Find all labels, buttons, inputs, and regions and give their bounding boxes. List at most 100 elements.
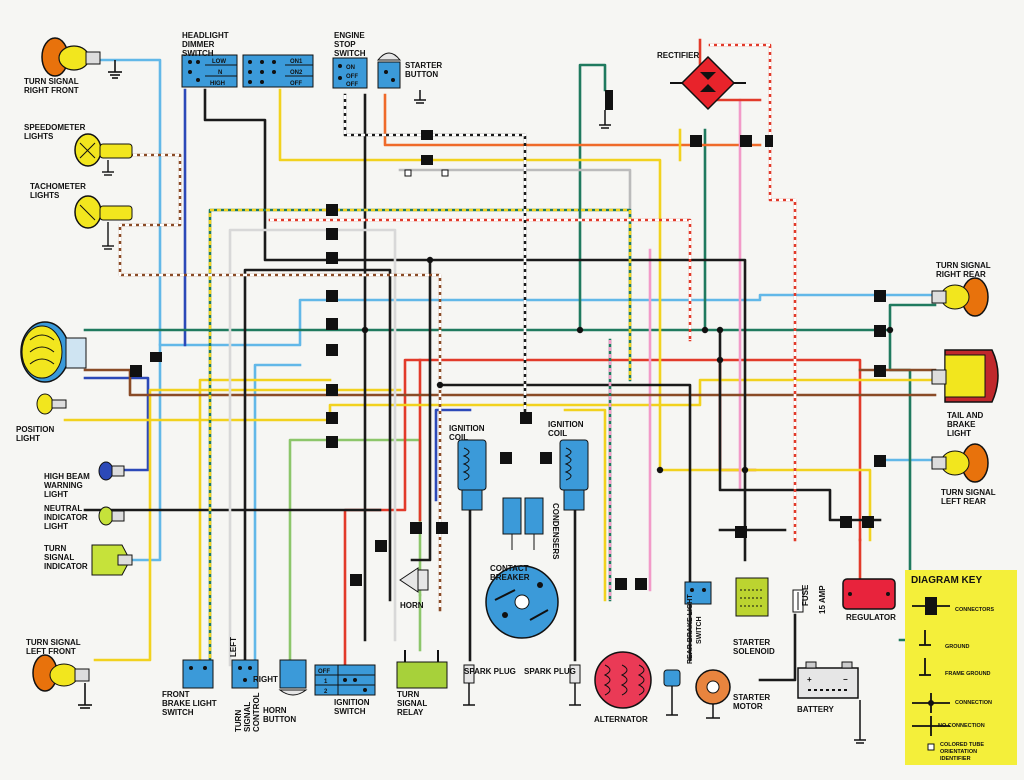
wire-brown-tracer-dash bbox=[105, 153, 442, 610]
label-turn-signal-left-front-2: LEFT FRONT bbox=[26, 647, 76, 656]
headlight bbox=[20, 321, 87, 383]
label-fuse: FUSE bbox=[801, 584, 810, 606]
wire-yellow-3 bbox=[278, 88, 872, 542]
label-spark-plug-right: SPARK PLUG bbox=[524, 667, 576, 676]
wire-white bbox=[228, 228, 397, 667]
label-ignition-coil-right-2: COIL bbox=[548, 429, 567, 438]
battery-negative: − bbox=[843, 675, 848, 684]
label-starter-button-1: STARTER bbox=[405, 61, 442, 70]
turn-signal-relay bbox=[396, 650, 448, 689]
label-high-beam-3: LIGHT bbox=[44, 490, 68, 499]
label-neutral-2: INDICATOR bbox=[44, 513, 88, 522]
diagram-key-title: DIAGRAM KEY bbox=[911, 575, 982, 586]
label-turn-signal-right-front-1: TURN SIGNAL bbox=[24, 77, 79, 86]
label-position-light-2: LIGHT bbox=[16, 434, 40, 443]
wire-dark-blue-2 bbox=[434, 408, 472, 502]
horn bbox=[399, 567, 429, 593]
label-ts-control-3: CONTROL bbox=[252, 692, 261, 732]
horn-button bbox=[278, 659, 308, 696]
label-regulator: REGULATOR bbox=[846, 613, 896, 622]
tachometer-lights bbox=[74, 195, 133, 229]
label-dimmer-1: HEADLIGHT bbox=[182, 31, 229, 40]
key-orientation: ORIENTATION bbox=[940, 749, 977, 755]
key-frame-ground: FRAME GROUND bbox=[945, 671, 991, 677]
key-no-connection: NO CONNECTION bbox=[938, 723, 985, 729]
key-connection: CONNECTION bbox=[955, 700, 992, 706]
label-high-beam-1: HIGH BEAM bbox=[44, 472, 90, 481]
headlight-dimmer-switch: LOW N HIGH bbox=[181, 54, 238, 88]
wire-black-white-tracer-dash bbox=[343, 95, 527, 415]
ground-icon bbox=[854, 700, 866, 744]
label-horn: HORN bbox=[400, 601, 424, 610]
label-front-brake-1: FRONT bbox=[162, 690, 190, 699]
label-rear-brake-1: REAR BRAKE LIGHT bbox=[687, 594, 694, 664]
label-speedometer-2: LIGHTS bbox=[24, 132, 54, 141]
wire-light-blue-3 bbox=[253, 363, 302, 662]
label-turn-signal-right-front-2: RIGHT FRONT bbox=[24, 86, 79, 95]
key-colored-tube: COLORED TUBE bbox=[940, 742, 984, 748]
label-engine-stop-1: ENGINE bbox=[334, 31, 365, 40]
rear-brake-light-switch bbox=[684, 581, 712, 605]
wire-green-2 bbox=[578, 63, 607, 332]
label-ts-control-1: TURN bbox=[234, 710, 243, 732]
wire-orange bbox=[383, 93, 762, 147]
wire-red-tracer bbox=[708, 43, 797, 542]
ignition-pos-1: OFF bbox=[318, 669, 330, 675]
label-condensers: CONDENSERS bbox=[551, 503, 560, 560]
wire-white-2 bbox=[398, 168, 632, 332]
ground-icon bbox=[78, 683, 92, 709]
label-engine-stop-2: STOP bbox=[334, 40, 356, 49]
wire-yellow bbox=[93, 388, 402, 662]
label-left: LEFT bbox=[229, 637, 238, 657]
label-fuse-rating: 15 AMP bbox=[818, 585, 827, 614]
ignition-pos-2: 1 bbox=[324, 679, 328, 685]
label-starter-motor-1: STARTER bbox=[733, 693, 770, 702]
label-solenoid-2: SOLENOID bbox=[733, 647, 775, 656]
label-right: RIGHT bbox=[253, 675, 278, 684]
high-beam-warning-light bbox=[98, 461, 125, 481]
speedometer-lights bbox=[74, 133, 133, 167]
label-tachometer-1: TACHOMETER bbox=[30, 182, 86, 191]
label-tail-2: BRAKE bbox=[947, 420, 976, 429]
turn-signal-left-front bbox=[32, 654, 90, 692]
ground-icon bbox=[102, 160, 114, 250]
label-ts-indicator-1: TURN bbox=[44, 544, 66, 553]
label-front-brake-3: SWITCH bbox=[162, 708, 194, 717]
label-horn-button-1: HORN bbox=[263, 706, 287, 715]
label-relay-3: RELAY bbox=[397, 708, 424, 717]
ignition-pos-3: 2 bbox=[324, 689, 328, 695]
label-ignition-coil-right-1: IGNITION bbox=[548, 420, 584, 429]
engine-stop-pos-1: ON bbox=[346, 65, 355, 71]
wire-dark-blue bbox=[83, 376, 150, 472]
label-front-brake-2: BRAKE LIGHT bbox=[162, 699, 217, 708]
engine-stop-pos-3: OFF bbox=[346, 82, 358, 88]
position-light bbox=[36, 393, 67, 415]
wire-harness bbox=[63, 38, 937, 682]
label-rear-brake-2: SWITCH bbox=[696, 616, 703, 644]
neutral-indicator-light bbox=[98, 506, 125, 526]
front-brake-light-switch bbox=[182, 659, 214, 689]
label-relay-1: TURN bbox=[397, 690, 419, 699]
light-switch-pos-2: ON2 bbox=[290, 70, 303, 76]
ignition-switch: OFF 1 2 bbox=[314, 664, 376, 696]
condensers bbox=[502, 497, 544, 550]
junction-dots bbox=[361, 256, 894, 474]
alternator bbox=[594, 651, 652, 709]
label-ts-indicator-3: INDICATOR bbox=[44, 562, 88, 571]
rectifier bbox=[670, 55, 746, 111]
wire-black-7 bbox=[438, 383, 692, 662]
label-neutral-3: LIGHT bbox=[44, 522, 68, 531]
neutral-switch bbox=[663, 669, 681, 716]
engine-stop-pos-2: OFF bbox=[346, 74, 358, 80]
label-dimmer-2: DIMMER bbox=[182, 40, 215, 49]
turn-signal-indicator bbox=[91, 544, 133, 576]
label-speedometer-1: SPEEDOMETER bbox=[24, 123, 86, 132]
label-tail-1: TAIL AND bbox=[947, 411, 984, 420]
wire-black-10 bbox=[758, 613, 797, 682]
light-switch-pos-3: OFF bbox=[290, 81, 302, 87]
starter-solenoid bbox=[735, 577, 769, 617]
ground-icon bbox=[414, 90, 426, 104]
dimmer-pos-3: HIGH bbox=[210, 81, 225, 87]
fuse bbox=[792, 589, 804, 613]
wire-black-white-tracer bbox=[343, 93, 527, 417]
